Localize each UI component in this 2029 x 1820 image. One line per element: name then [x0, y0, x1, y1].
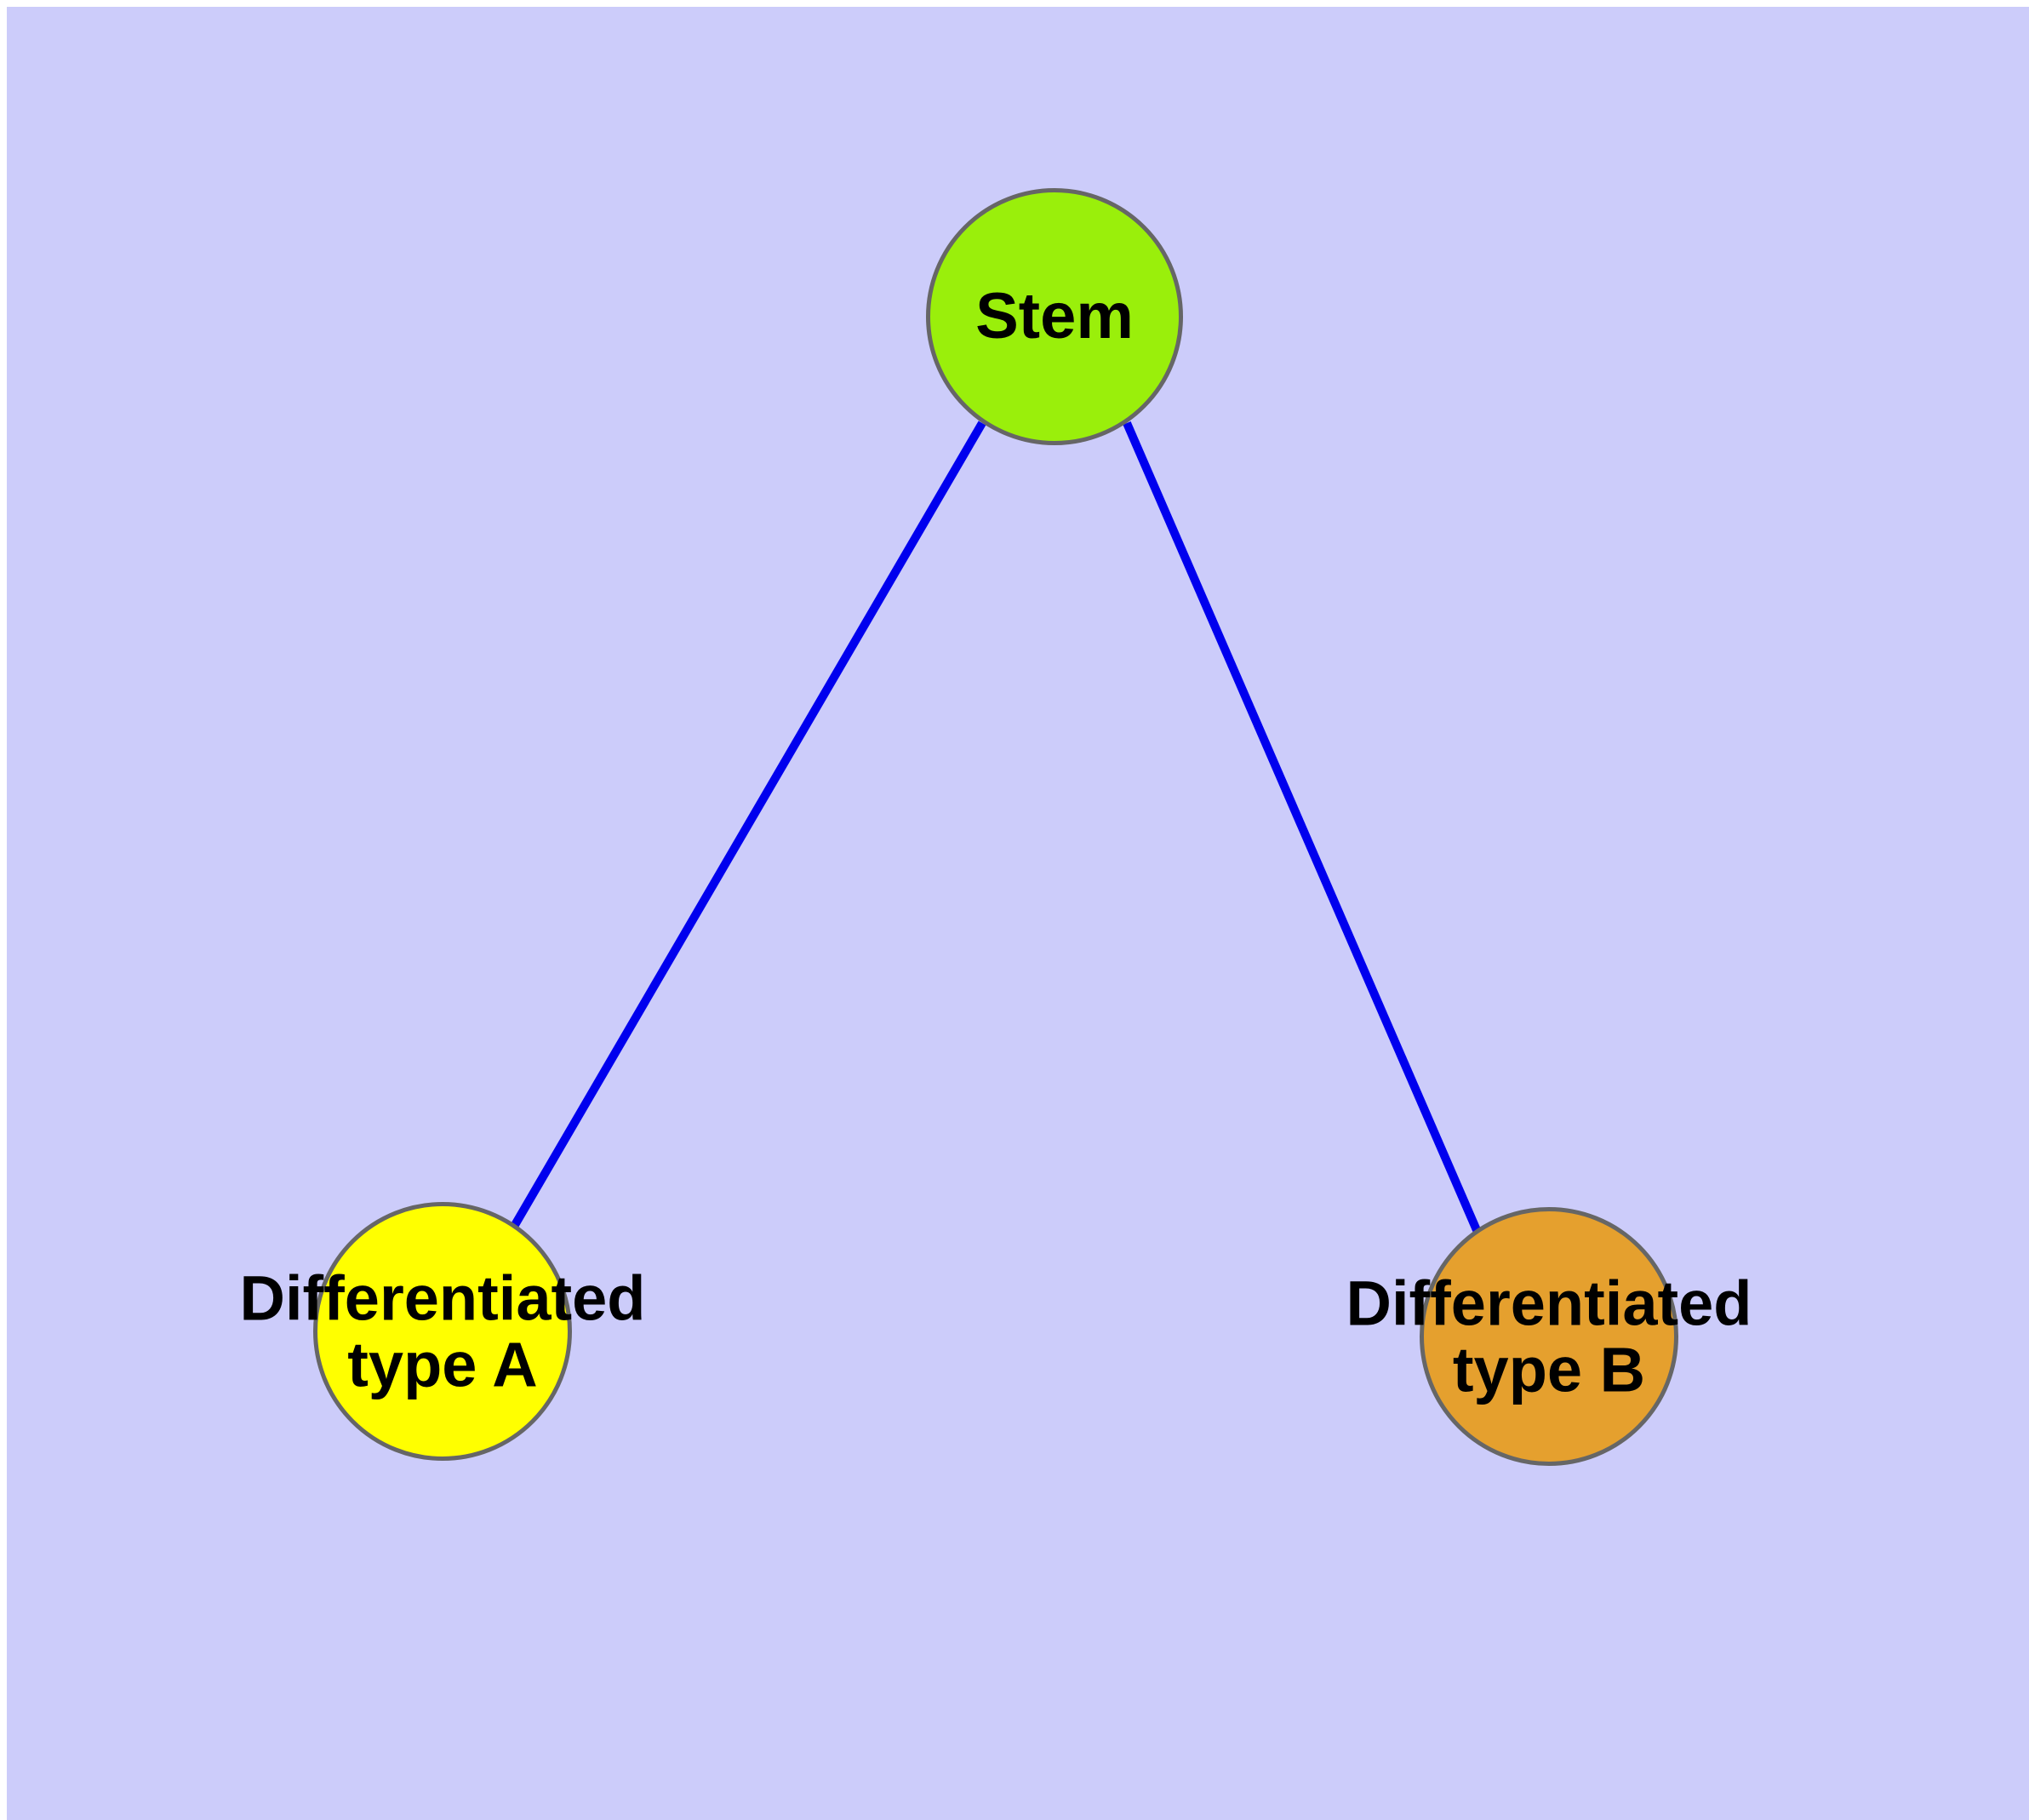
graph-canvas: Stem Differentiated type A Differentiate…	[7, 7, 2029, 1820]
node-stem[interactable]: Stem	[926, 188, 1183, 445]
node-differentiated-type-b[interactable]: Differentiated type B	[1346, 1207, 1752, 1466]
node-differentiated-type-a[interactable]: Differentiated type A	[240, 1202, 645, 1461]
edge-stem-to-differentiated-type-a	[511, 421, 986, 1228]
node-stem-label: Stem	[975, 280, 1134, 353]
edge-layer	[511, 421, 1481, 1232]
edge-stem-to-differentiated-type-b	[1123, 421, 1481, 1232]
